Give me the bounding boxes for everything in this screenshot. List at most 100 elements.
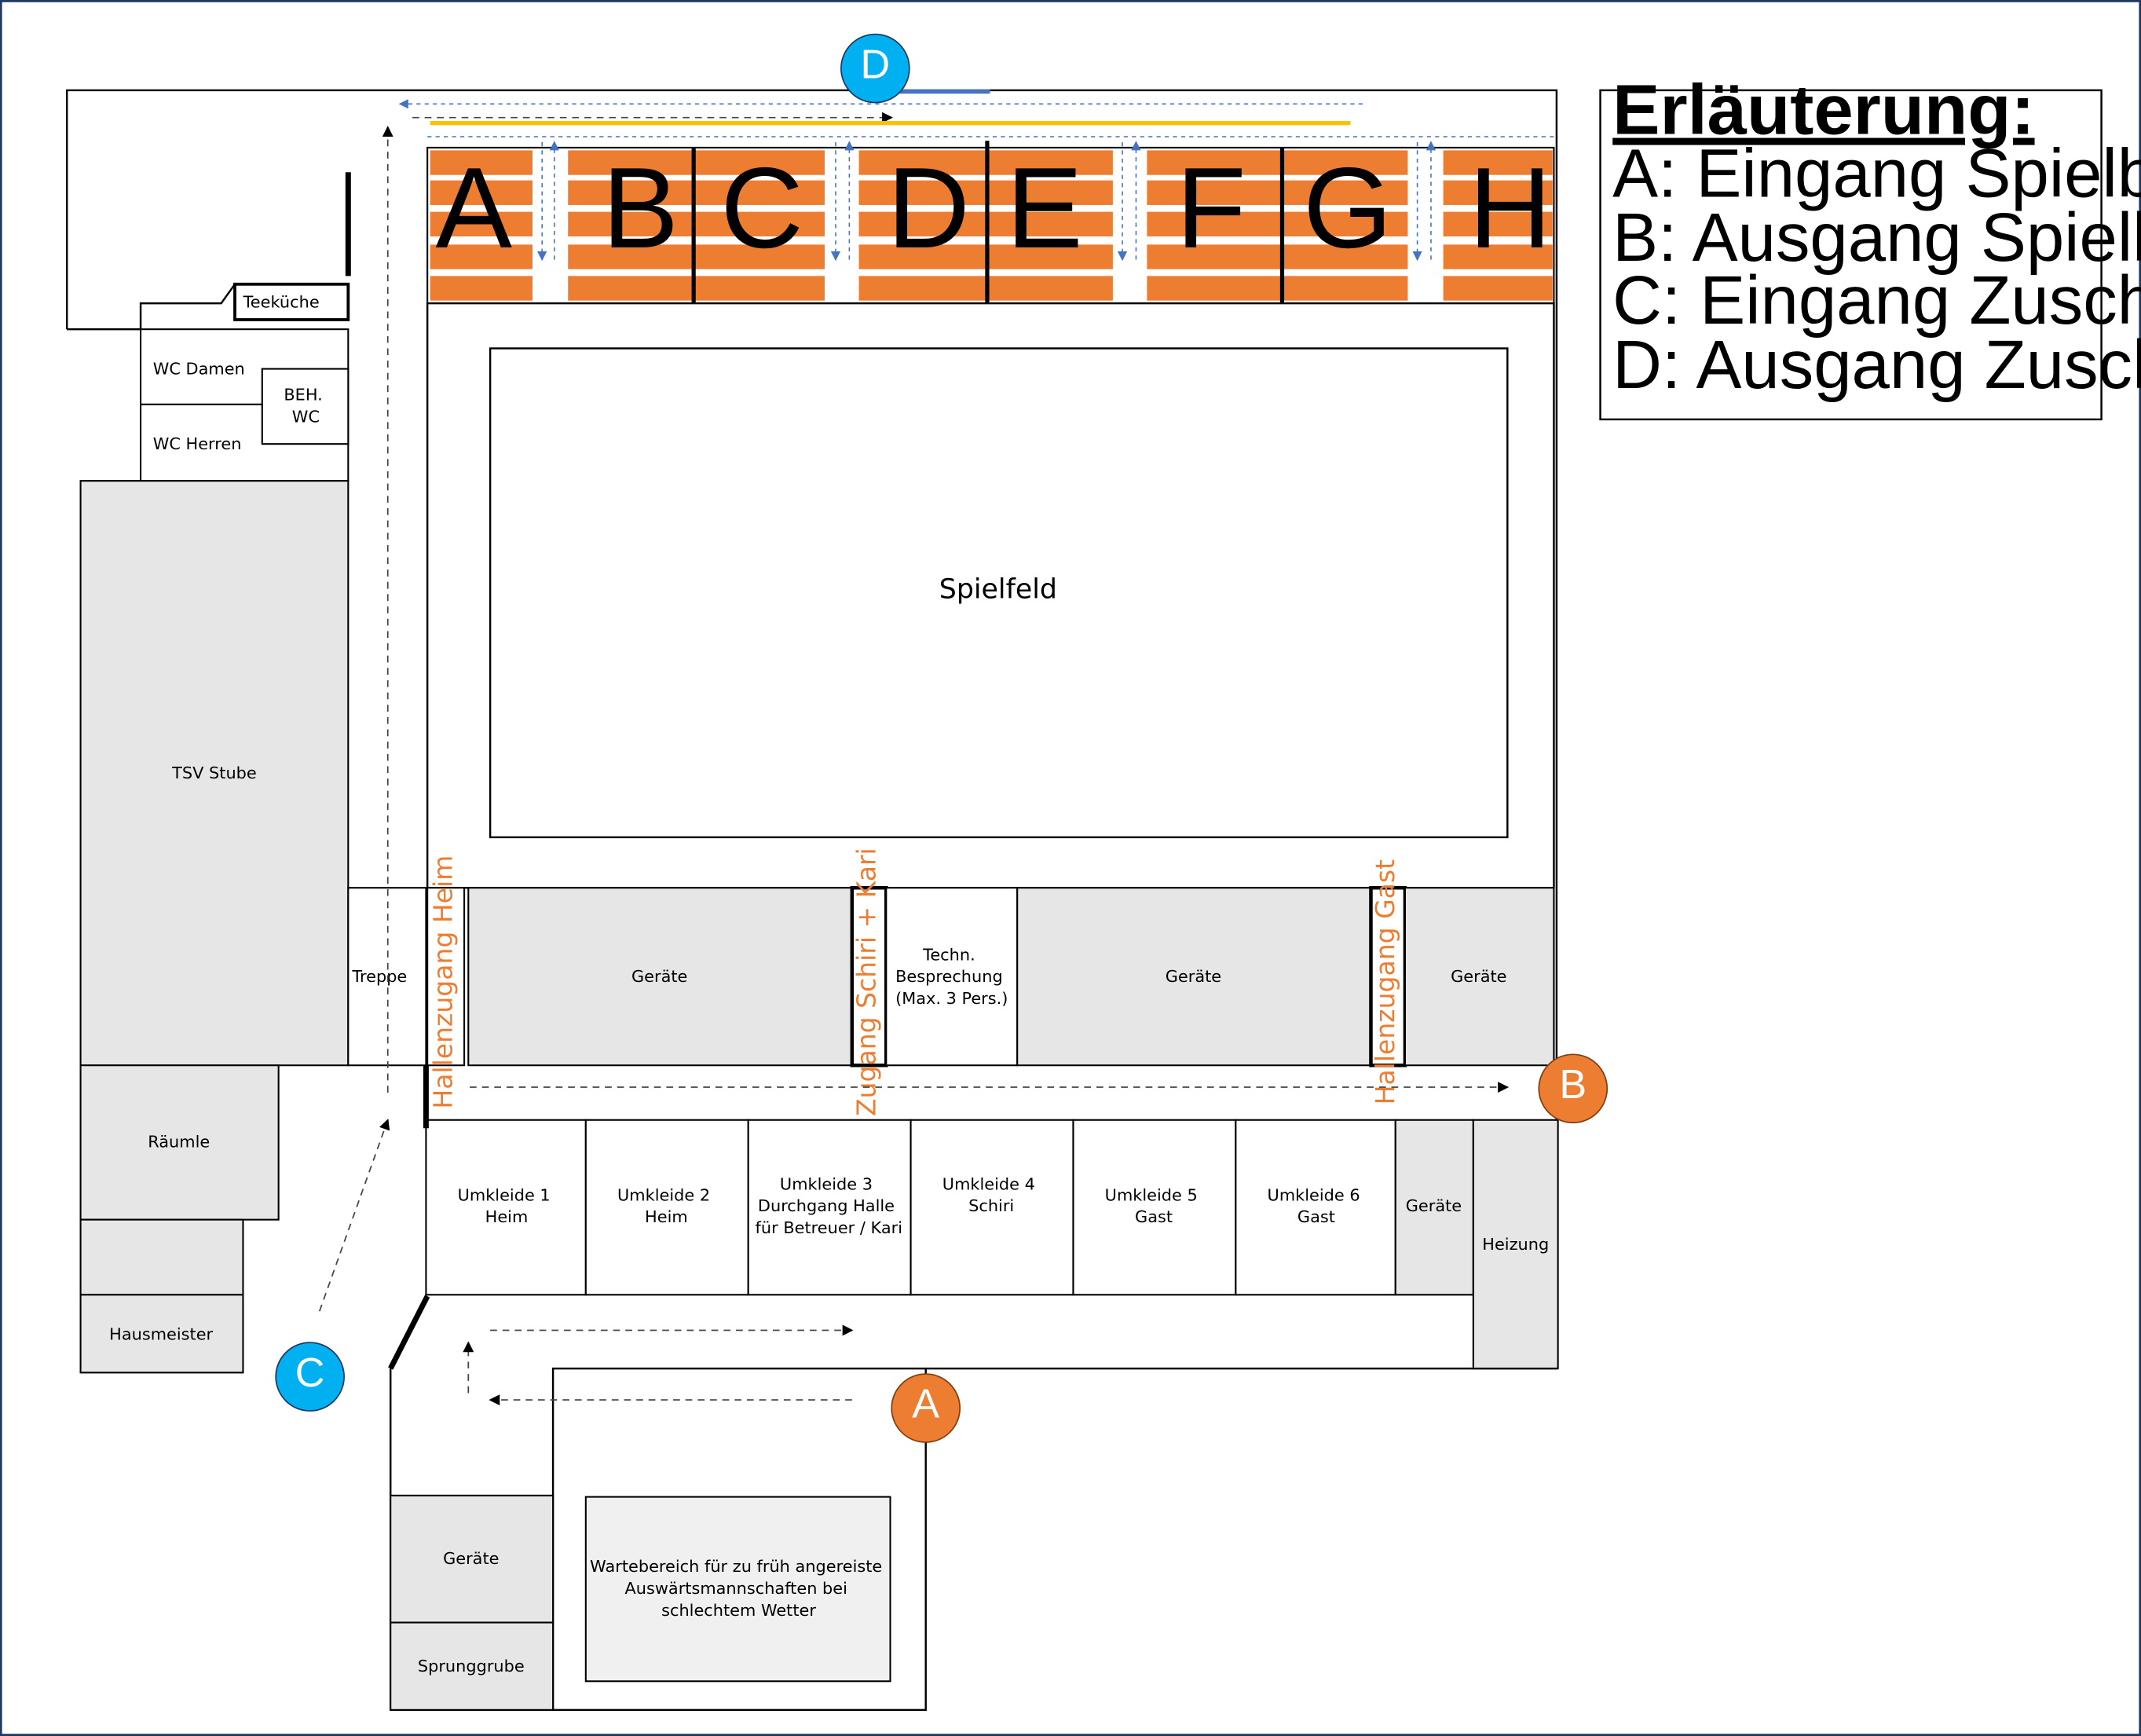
- marker-a: A: [891, 1373, 961, 1443]
- seat-row-5-1: [1443, 150, 1553, 175]
- sector-labels: A B C D E F G H: [436, 144, 1552, 272]
- doors: [345, 172, 430, 1370]
- seat-row-5-2: [1443, 180, 1553, 205]
- sprunggrube-label: Sprunggrube: [418, 1657, 525, 1676]
- treppe-label: Treppe: [351, 967, 407, 986]
- seat-row-1-2: [430, 180, 533, 205]
- umkleide-1-room: [425, 1119, 587, 1296]
- raeumle-label: Räumle: [148, 1133, 210, 1152]
- seat-row-1-3: [430, 211, 533, 236]
- teekueche-room: [233, 282, 350, 321]
- sector-label-b: B: [602, 144, 679, 272]
- umkleide-5-line-1: Umkleide 5: [1105, 1185, 1198, 1204]
- hallenzugang-heim-passage: [426, 887, 466, 1067]
- seat-row-5-4: [1443, 244, 1553, 269]
- umkleide-3-room: [747, 1119, 912, 1296]
- geraete-room-3: [1404, 887, 1555, 1067]
- umkleide-4-line-1: Umkleide 4: [942, 1174, 1035, 1193]
- seat-row-2-5: [568, 276, 825, 301]
- umkleide-1-line-2: Heim: [485, 1207, 529, 1226]
- wartebereich-line-2: Auswärtsmannschaften bei: [625, 1579, 847, 1598]
- seat-row-4-1: [1147, 150, 1408, 175]
- geraete-label-5: Geräte: [443, 1549, 499, 1568]
- umkleide-3-line-2: Durchgang Halle: [758, 1196, 895, 1215]
- seat-row-1-4: [430, 244, 533, 269]
- umkleide-4-room: [909, 1119, 1074, 1296]
- beh-wc-room: [261, 368, 350, 445]
- wc-herren-label: WC Herren: [153, 434, 242, 453]
- heizung-label: Heizung: [1482, 1235, 1549, 1254]
- marker-d-label: D: [861, 42, 891, 87]
- techn-besprechung-line-2: Besprechung: [895, 967, 1003, 986]
- geraete-room-5: [390, 1494, 554, 1624]
- legend: Erläuterung: A: Eingang Spielbeteiligte …: [1599, 71, 2141, 421]
- legend-item-a: A: Eingang Spielbeteiligte: [1612, 136, 2141, 212]
- seat-row-4-2: [1147, 180, 1408, 205]
- sector-label-g: G: [1303, 144, 1393, 272]
- umkleide-2-line-2: Heim: [645, 1207, 688, 1226]
- seat-row-2-1: [568, 150, 825, 175]
- geraete-label-2: Geräte: [1166, 967, 1221, 986]
- seat-row-2-2: [568, 180, 825, 205]
- flow-arrow-entrance-diagonal: [318, 1119, 390, 1312]
- tsv-stube-room: [79, 480, 350, 1067]
- hallenzugang-gast-passage: [1369, 885, 1407, 1068]
- wartebereich-line-3: schlechtem Wetter: [661, 1601, 816, 1620]
- umkleide-5-label: Umkleide 5 Gast: [1105, 1185, 1203, 1226]
- seat-row-2-4: [568, 244, 825, 269]
- umkleide-5-room: [1072, 1119, 1237, 1296]
- tsv-stube-label: TSV Stube: [171, 764, 257, 782]
- marker-d: D: [840, 33, 910, 104]
- seat-row-2-3: [568, 211, 825, 236]
- sector-dividers: [691, 141, 1285, 310]
- marker-b: B: [1538, 1053, 1608, 1124]
- geraete-label-1: Geräte: [631, 967, 687, 986]
- umkleide-1-label: Umkleide 1 Heim: [458, 1185, 556, 1226]
- raeumle-room: [79, 1064, 280, 1221]
- flow-arrows: [318, 112, 1510, 1406]
- umkleide-1-line-1: Umkleide 1: [458, 1185, 551, 1204]
- beh-wc-line-1: BEH.: [284, 386, 322, 405]
- legend-item-d: D: Ausgang Zuschauer: [1612, 327, 2141, 403]
- techn-besprechung-line-1: Techn.: [922, 945, 975, 964]
- spielfeld: [489, 347, 1509, 839]
- sector-label-a: A: [436, 144, 513, 272]
- zugang-schiri-kari-passage: [850, 885, 888, 1068]
- beh-wc-line-2: WC: [292, 407, 320, 426]
- umkleide-3-line-3: für Betreuer / Kari: [756, 1218, 902, 1237]
- hausmeister-label: Hausmeister: [109, 1325, 213, 1344]
- umkleide-2-label: Umkleide 2 Heim: [617, 1185, 715, 1226]
- seat-row-4-5: [1147, 276, 1408, 301]
- geraete-room-4: [1394, 1119, 1474, 1296]
- umkleide-6-label: Umkleide 6 Gast: [1268, 1185, 1366, 1226]
- umkleide-6-room: [1235, 1119, 1396, 1296]
- blue-flow-arrows: [398, 99, 1554, 262]
- zugang-schiri-kari-label: Zugang Schiri + Kari: [851, 848, 881, 1116]
- legend-box: [1599, 89, 2103, 421]
- wartebereich-room: [584, 1496, 891, 1683]
- marker-c-circle: [275, 1342, 345, 1412]
- legend-item-c: C: Eingang Zuschauer: [1612, 262, 2141, 339]
- marker-a-label: A: [912, 1382, 939, 1427]
- techn-besprechung-line-3: (Max. 3 Pers.): [895, 989, 1008, 1008]
- marker-b-label: B: [1559, 1062, 1587, 1108]
- umkleide-4-label: Umkleide 4 Schiri: [942, 1174, 1041, 1215]
- seat-row-4-4: [1147, 244, 1408, 269]
- sector-label-f: F: [1176, 144, 1246, 272]
- beh-wc-label: BEH. WC: [284, 386, 328, 427]
- marker-a-circle: [891, 1373, 961, 1443]
- marker-d-circle: [840, 33, 910, 104]
- sector-label-c: C: [720, 144, 803, 272]
- wartebereich-line-1: Wartebereich für zu früh angereiste: [590, 1557, 882, 1576]
- geraete-label-4: Geräte: [1406, 1196, 1462, 1215]
- techn-besprechung-label: Techn. Besprechung (Max. 3 Pers.): [895, 945, 1008, 1008]
- legend-title: Erläuterung:: [1612, 71, 2034, 150]
- sprunggrube-room: [390, 1621, 554, 1711]
- seat-row-4-3: [1147, 211, 1408, 236]
- teekueche-label: Teeküche: [243, 292, 320, 311]
- umkleide-6-line-2: Gast: [1297, 1207, 1335, 1226]
- wc-damen-label: WC Damen: [153, 360, 245, 379]
- spectator-stand: A B C D E F G H: [426, 141, 1555, 310]
- marker-c: C: [275, 1342, 345, 1412]
